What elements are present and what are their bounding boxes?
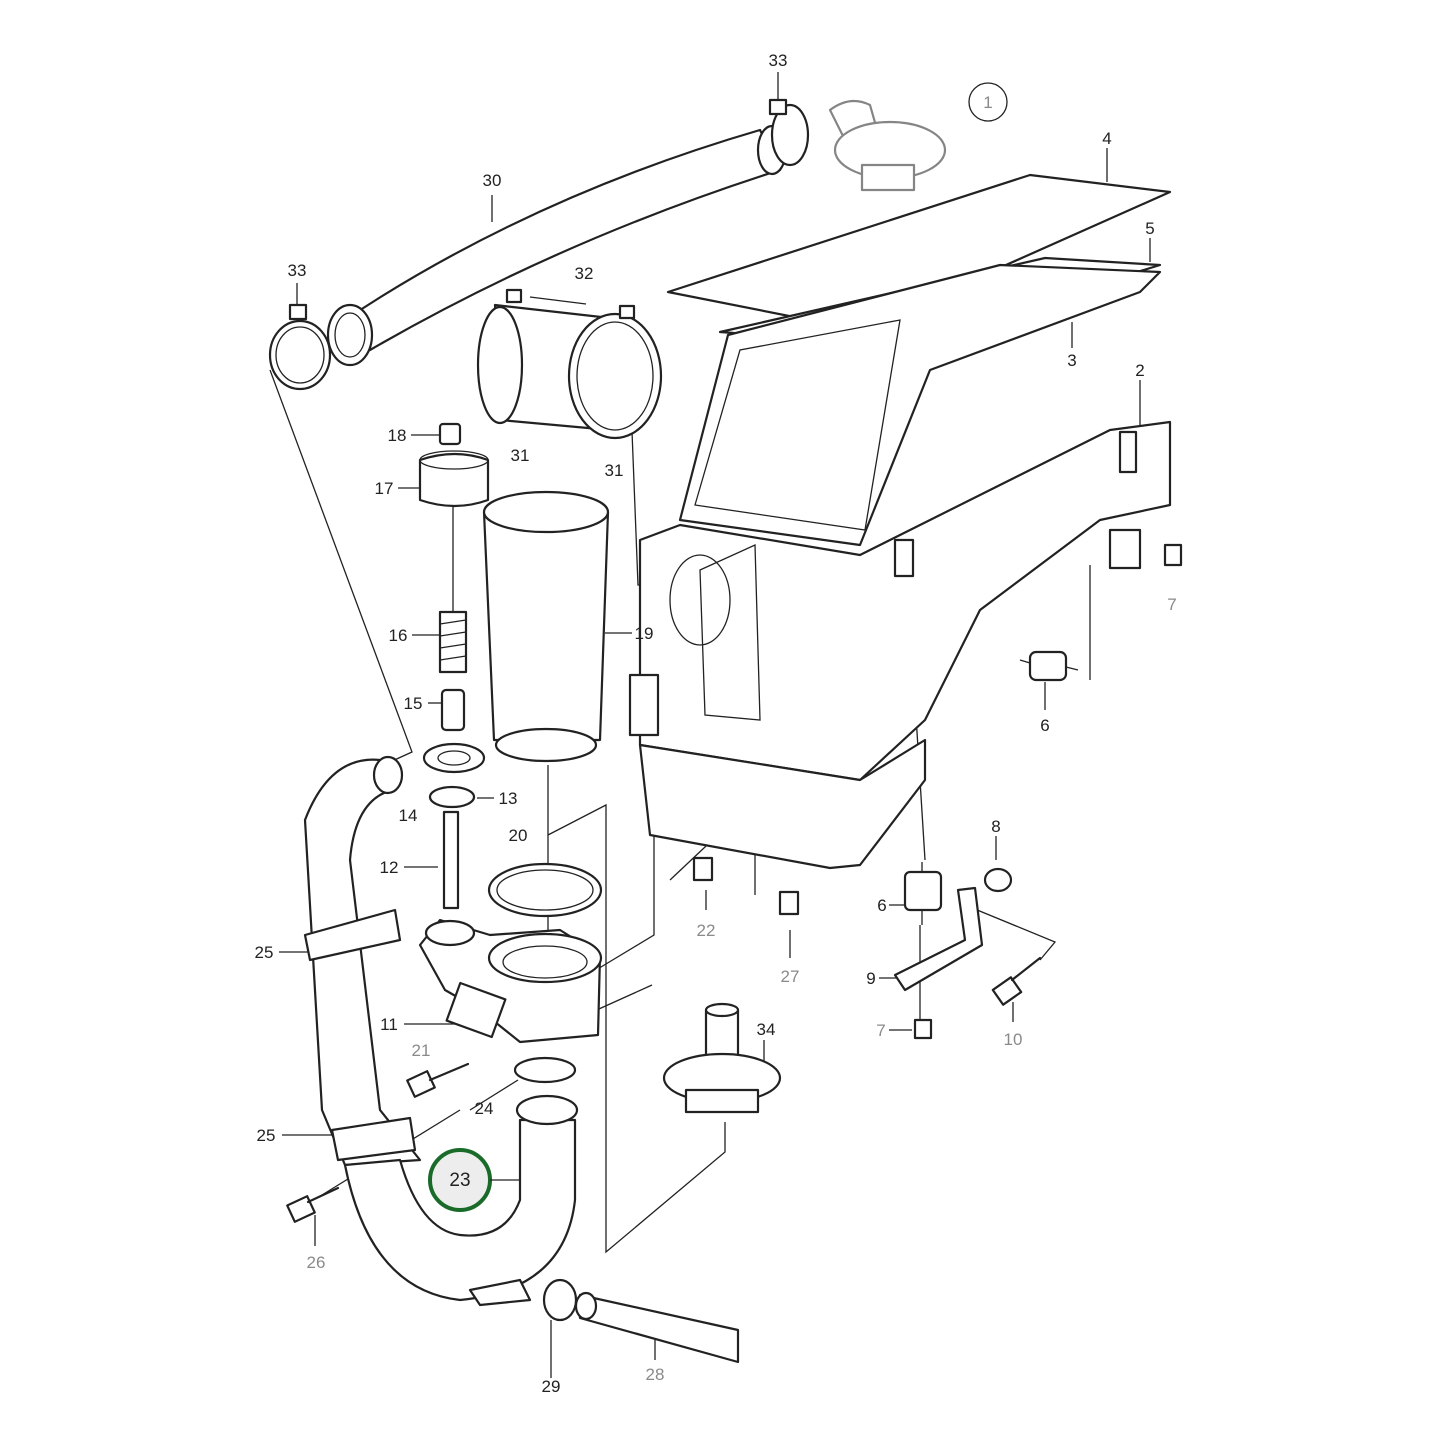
connector-sleeve [476, 288, 663, 440]
rubber-mount-upper [1019, 650, 1079, 682]
return-pipe-25 [303, 755, 422, 1167]
clip-nut-upper [1163, 543, 1183, 567]
callout-7-upper: 7 [1167, 595, 1176, 614]
drain-hose-28 [574, 1291, 740, 1364]
hose-clamp-left [268, 303, 332, 391]
rubber-mount-lower [903, 862, 943, 925]
callout-32: 32 [575, 264, 594, 283]
highlighted-callout[interactable]: 23 [428, 1148, 520, 1212]
oring-24 [513, 1056, 577, 1084]
callout-10: 10 [1004, 1030, 1023, 1049]
callout-20: 20 [509, 826, 528, 845]
callout-22: 22 [697, 921, 716, 940]
callout-28: 28 [646, 1365, 665, 1384]
nut-lower [913, 1018, 933, 1040]
callout-26: 26 [307, 1253, 326, 1272]
hose-clamp-29 [542, 1278, 578, 1322]
callout-29: 29 [542, 1377, 561, 1396]
clip-nut-27 [778, 890, 800, 916]
bolt-21 [406, 1062, 470, 1098]
filler-cap [828, 99, 947, 192]
callout-31-left: 31 [511, 446, 530, 465]
callout-21: 21 [412, 1041, 431, 1060]
callout-19: 19 [635, 624, 654, 643]
air-cleaner-housing [628, 173, 1172, 870]
spring-16 [438, 610, 468, 674]
callout-25-lower: 25 [257, 1126, 276, 1145]
callout-4: 4 [1102, 129, 1111, 148]
filter-base-11 [418, 918, 603, 1044]
spacer-bushing [983, 867, 1013, 893]
bracket [893, 886, 984, 992]
callout-7-lower: 7 [876, 1021, 885, 1040]
callout-34: 34 [757, 1020, 776, 1039]
callout-5: 5 [1145, 219, 1154, 238]
callout-16: 16 [389, 626, 408, 645]
callout-11: 11 [380, 1015, 398, 1034]
callout-25-upper: 25 [255, 943, 274, 962]
callout-8: 8 [991, 817, 1000, 836]
callout-33-upper: 33 [769, 51, 788, 70]
callout-17: 17 [375, 479, 394, 498]
callout-6-lower: 6 [877, 896, 886, 915]
callout-24: 24 [475, 1099, 494, 1118]
mount-block-17 [418, 450, 490, 508]
callout-2: 2 [1135, 361, 1144, 380]
callout-9: 9 [866, 969, 875, 988]
callout-13: 13 [499, 789, 518, 808]
callout-15: 15 [404, 694, 423, 713]
group-marker: 1 [983, 93, 992, 112]
hose-clamp-upper [768, 98, 810, 167]
bolt-26 [286, 1186, 340, 1223]
intake-hose [326, 124, 788, 367]
clip-nut-22 [692, 856, 714, 882]
callout-23: 23 [449, 1170, 470, 1191]
callout-3: 3 [1067, 351, 1076, 370]
callout-14: 14 [399, 806, 418, 825]
bolt-right [991, 956, 1042, 1006]
callout-30: 30 [483, 171, 502, 190]
group-marker-circle [968, 82, 1008, 122]
callout-33-left: 33 [288, 261, 307, 280]
oring-13 [428, 785, 476, 809]
callout-labels: 33 30 33 32 31 31 4 5 3 2 7 6 18 17 16 1… [255, 51, 1177, 1396]
callout-18: 18 [388, 426, 407, 445]
callout-12: 12 [380, 858, 399, 877]
callout-31-right: 31 [605, 461, 624, 480]
oring-20 [487, 862, 603, 918]
callout-27: 27 [781, 967, 800, 986]
stud-12 [442, 810, 460, 910]
seal-14 [422, 742, 486, 774]
filter-element-19 [482, 490, 610, 763]
callout-6-upper: 6 [1040, 716, 1049, 735]
nut-18 [438, 422, 462, 446]
elbow-pipe-23 [343, 1094, 579, 1307]
sleeve-15 [440, 688, 466, 732]
adapter-34 [662, 1002, 782, 1114]
